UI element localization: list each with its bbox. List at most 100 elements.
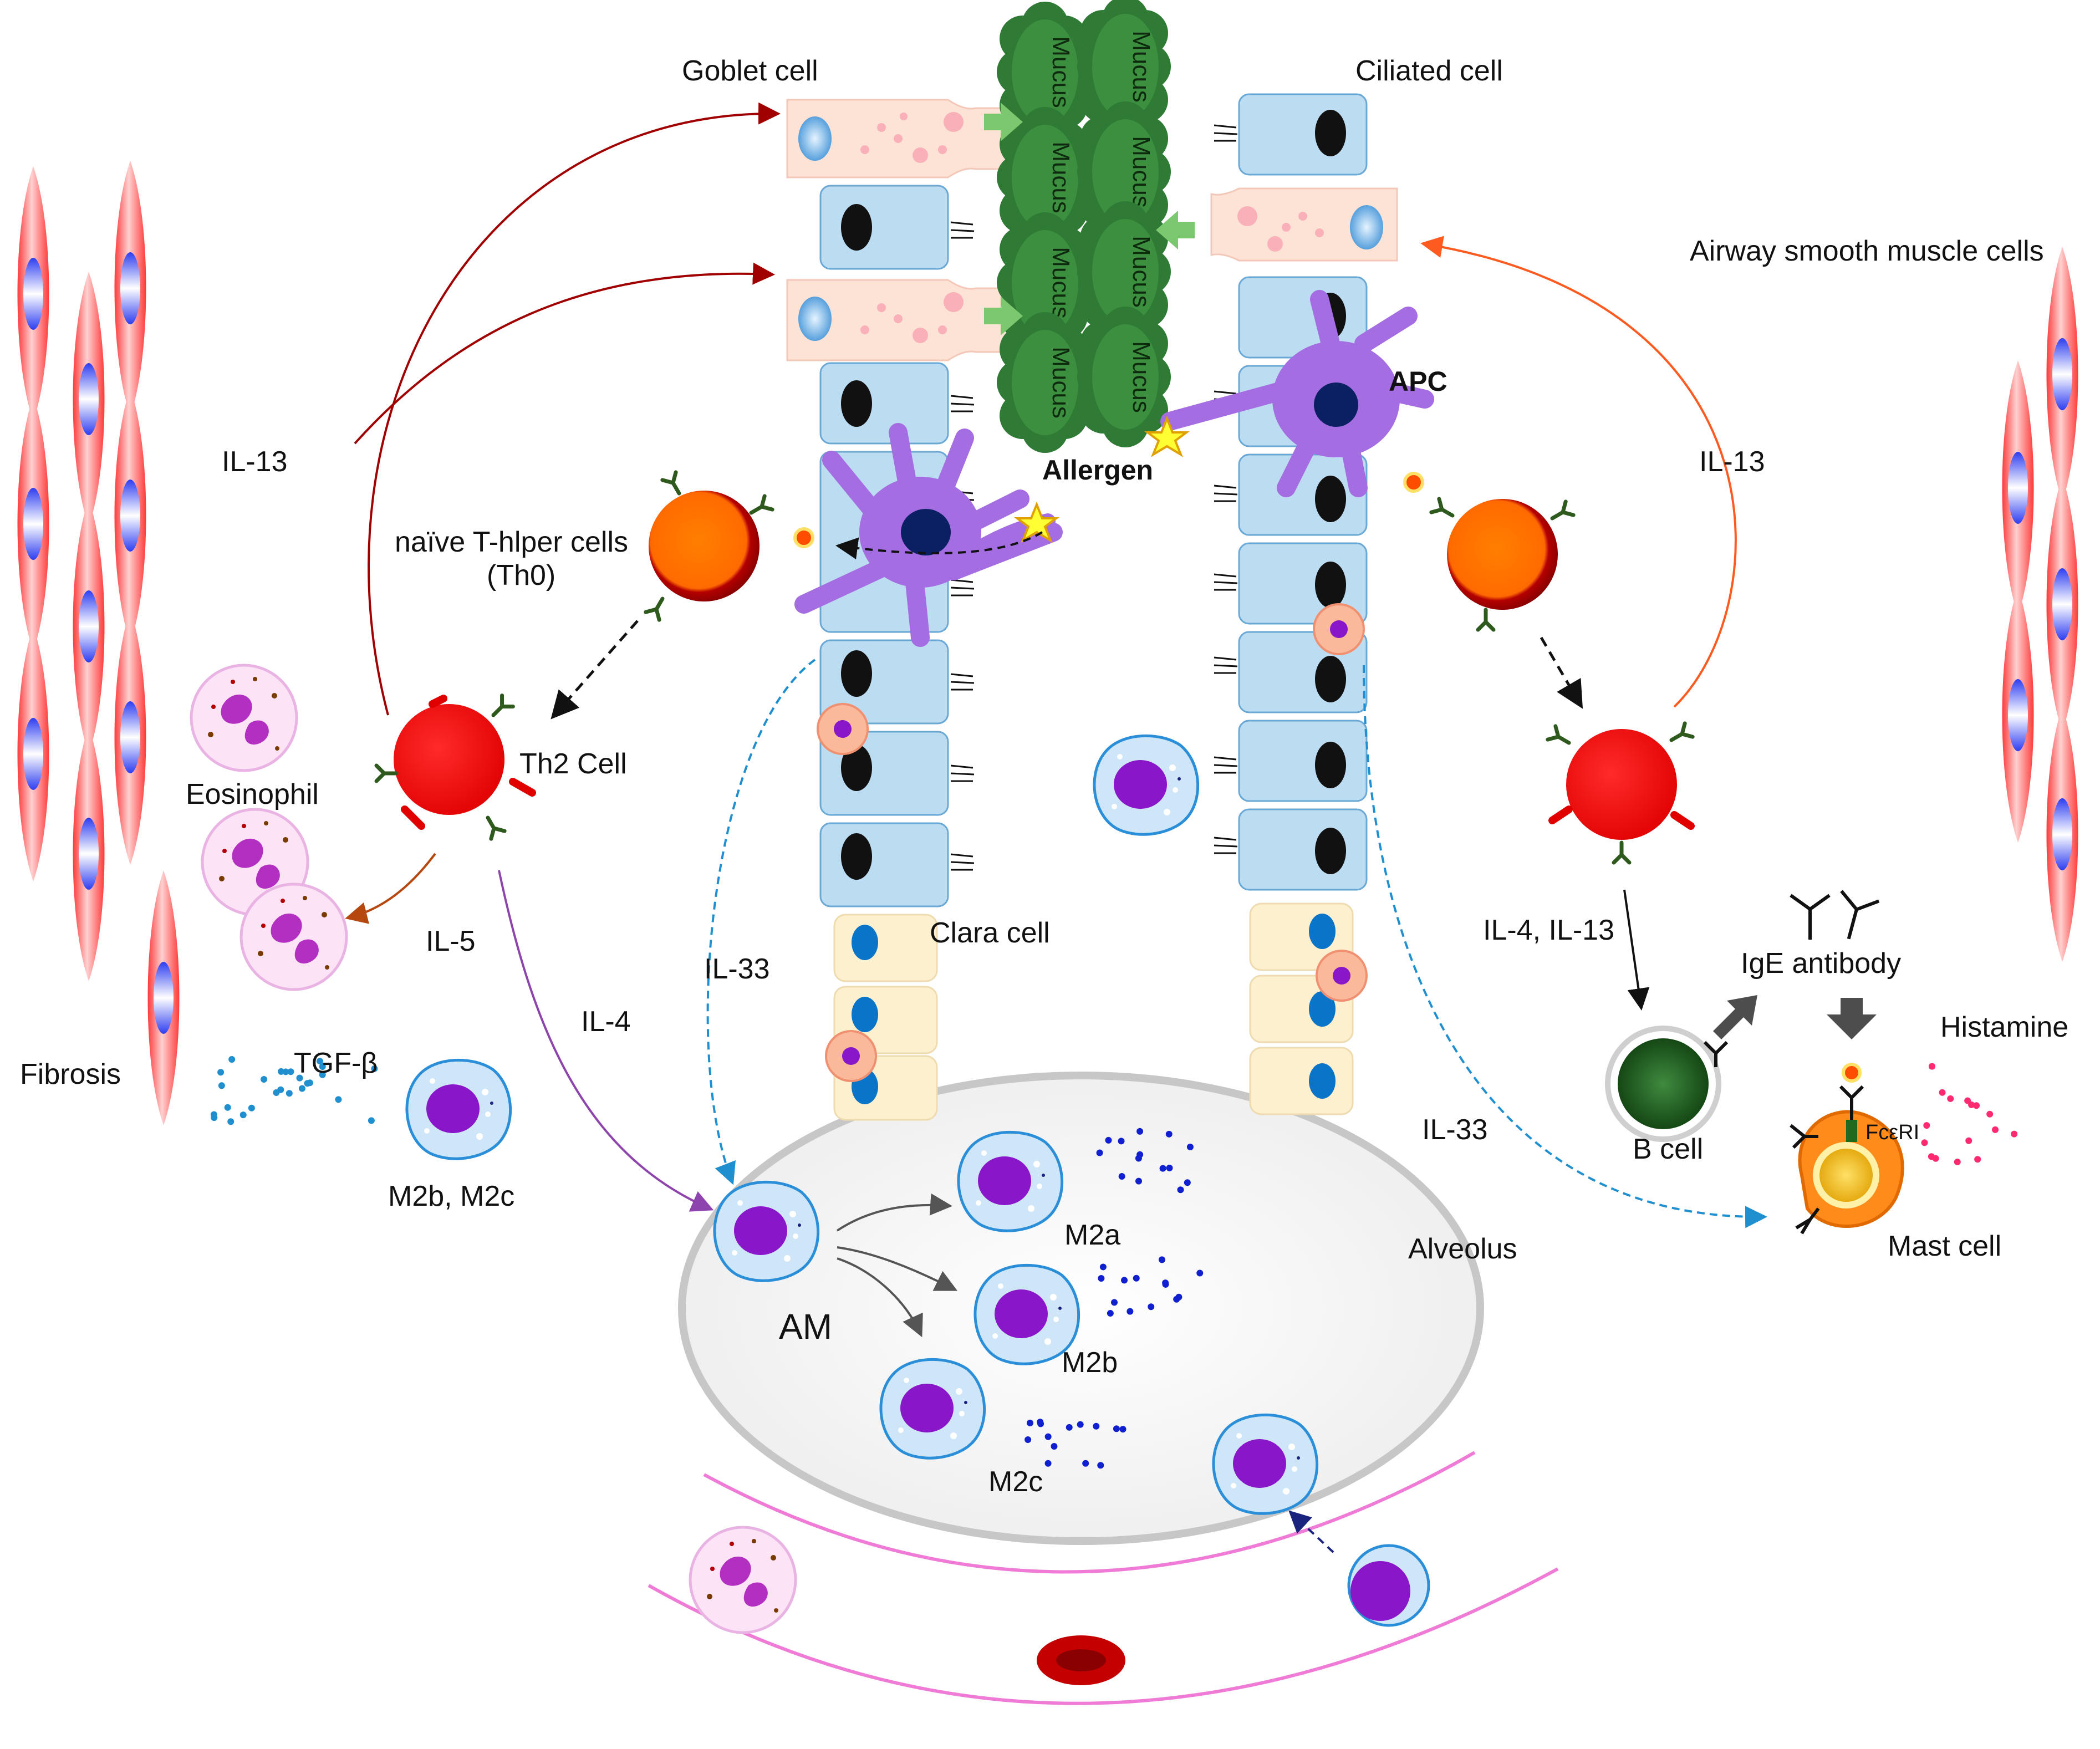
cytokine-dot	[1175, 1293, 1182, 1301]
label-th2-cell: Th2 Cell	[519, 748, 627, 780]
cytokine-dot	[298, 1085, 305, 1092]
label-il33-left: IL-33	[704, 953, 770, 985]
cytokine-dot	[1159, 1165, 1166, 1172]
monocyte	[1347, 1544, 1430, 1627]
il13-arrow-right	[1420, 236, 1737, 708]
label-eosinophil: Eosinophil	[186, 778, 319, 810]
cytokine-dot	[287, 1068, 294, 1075]
label-histamine: Histamine	[1940, 1011, 2068, 1043]
allergen-star-left	[1014, 501, 1059, 543]
il4-arrow	[498, 870, 714, 1212]
cytokine-dot	[282, 1068, 289, 1075]
label-b-cell: B cell	[1633, 1133, 1703, 1165]
cytokine-dot	[211, 1114, 218, 1121]
mucus-label: Mucus	[1047, 346, 1074, 419]
antigen-presentation-arrow	[835, 531, 1043, 560]
cytokine-dot	[1093, 1422, 1100, 1430]
capillary-membrane	[648, 1451, 1559, 1705]
cytokine-dot	[1166, 1164, 1173, 1171]
cytokine-dot	[1986, 1110, 1994, 1118]
cytokine-dot	[1119, 1426, 1127, 1433]
cytokine-dot	[1097, 1462, 1104, 1469]
il13-arrow-goblet-top	[368, 102, 781, 716]
label-naive-t-line2: (Th0)	[487, 559, 555, 592]
cytokine-dot	[319, 1071, 326, 1078]
apc-left	[794, 423, 1063, 647]
label-il33-right: IL-33	[1422, 1114, 1488, 1146]
b-cell-to-ige-arrow	[1713, 995, 1757, 1039]
cytokine-dot	[1118, 1172, 1125, 1180]
cytokine-dot	[1921, 1139, 1928, 1146]
right-epithelium	[1210, 93, 1398, 1115]
cytokine-dot	[1992, 1126, 1999, 1133]
cytokine-dot	[316, 1058, 323, 1065]
label-m2a: M2a	[1064, 1219, 1120, 1251]
label-il5: IL-5	[426, 925, 476, 957]
cytokine-dot	[218, 1082, 225, 1089]
cytokine-dot	[1077, 1421, 1084, 1428]
label-allergen: Allergen	[1042, 455, 1153, 486]
cytokine-dot	[1099, 1263, 1107, 1271]
cytokine-dot	[1105, 1136, 1112, 1144]
cytokine-dot	[1186, 1143, 1194, 1150]
label-tgf-beta: TGF-β	[294, 1047, 378, 1079]
cytokine-dot	[1111, 1299, 1118, 1306]
differentiation-arrow-right	[1540, 636, 1583, 709]
mucus-label: Mucus	[1047, 247, 1074, 319]
cytokine-dot	[1107, 1310, 1114, 1317]
cytokine-dot	[1184, 1179, 1191, 1186]
cytokine-dot	[306, 1079, 313, 1087]
cytokine-dot	[1928, 1063, 1935, 1070]
th2-cell-right	[1548, 723, 1695, 863]
apc-right	[1160, 290, 1434, 497]
cytokine-dot	[1947, 1095, 1954, 1102]
label-naive-t-line1: naïve T-hlper cells	[395, 526, 628, 558]
il5-arrow	[345, 853, 436, 924]
th2-cell-left	[376, 696, 536, 839]
cytokine-dot	[1148, 1303, 1155, 1311]
mucus-label: Mucus	[1047, 36, 1074, 108]
cytokine-dot	[248, 1104, 255, 1111]
label-m2b-m2c: M2b, M2c	[388, 1180, 514, 1212]
naive-t-cell-right	[1403, 472, 1573, 630]
smooth-muscle-right	[2002, 247, 2078, 962]
cytokine-dot	[1965, 1137, 1972, 1144]
label-airway-smooth-muscle: Airway smooth muscle cells	[1690, 235, 2044, 267]
cytokine-dot	[239, 1111, 247, 1119]
label-am: AM	[779, 1307, 832, 1347]
cytokine-dot	[1096, 1149, 1103, 1156]
label-il13-right: IL-13	[1699, 446, 1765, 478]
cytokine-dot	[1974, 1156, 1981, 1163]
cytokine-dot	[1044, 1460, 1052, 1467]
cytokine-dot	[1082, 1460, 1089, 1467]
b-cell	[1605, 1026, 1729, 1142]
cytokine-dot	[1044, 1433, 1052, 1440]
label-m2b: M2b	[1062, 1347, 1118, 1379]
cytokine-dot	[1121, 1277, 1128, 1284]
label-goblet-cell: Goblet cell	[682, 55, 818, 87]
label-il4-il13: IL-4, IL-13	[1483, 914, 1614, 946]
label-il4: IL-4	[581, 1006, 631, 1038]
cytokine-dot	[261, 1076, 268, 1083]
cytokine-dot	[1066, 1424, 1073, 1431]
mucus-blob: Mucus	[1077, 307, 1171, 447]
label-fceri: FcεRI	[1865, 1121, 1919, 1144]
mucus-blob: Mucus	[1077, 0, 1171, 137]
cytokine-dot	[296, 1074, 303, 1082]
cytokine-dot	[228, 1056, 236, 1063]
cytokine-dot	[1136, 1151, 1144, 1158]
cytokine-dot	[1165, 1130, 1173, 1138]
cytokine-dot	[1098, 1274, 1105, 1282]
il33-arrow-left	[706, 659, 816, 1185]
left-epithelium	[786, 99, 1010, 1121]
mucus-label: Mucus	[1128, 30, 1155, 103]
mucus-arrows	[984, 103, 1195, 335]
cytokine-dot	[1118, 1138, 1125, 1145]
ige-to-mast-arrow	[1827, 998, 1877, 1039]
cytokine-dot	[335, 1096, 342, 1103]
am-to-m2b-arrow	[837, 1246, 958, 1291]
cytokine-dot	[1973, 1102, 1980, 1109]
cytokine-dot	[1024, 1436, 1032, 1444]
label-ciliated-cell: Ciliated cell	[1355, 55, 1503, 87]
